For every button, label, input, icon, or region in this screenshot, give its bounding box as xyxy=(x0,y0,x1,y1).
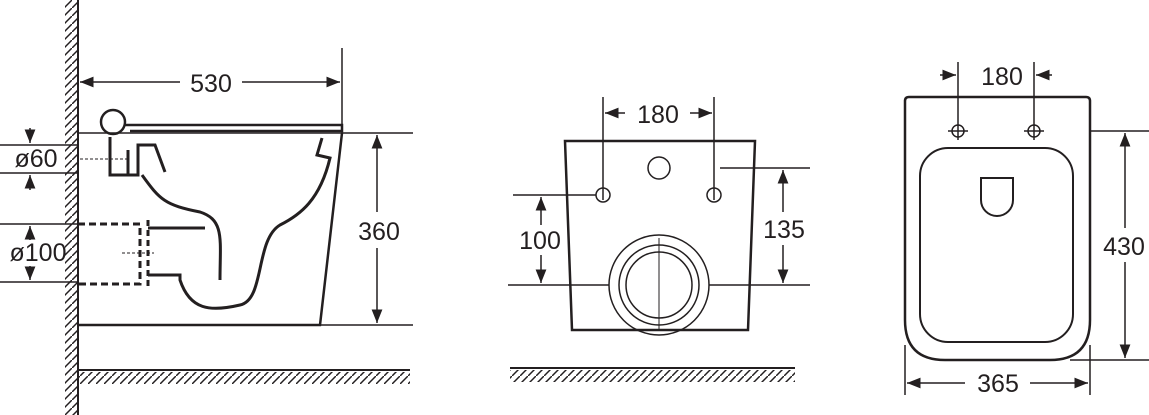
toilet-side-outline xyxy=(78,108,413,327)
dimension-530: 530 xyxy=(80,48,343,133)
dimension-430: 430 xyxy=(1070,130,1149,361)
dimension-360: 360 xyxy=(320,135,413,326)
seat-hinge xyxy=(99,108,127,136)
width-label-top: 365 xyxy=(977,370,1019,398)
inlet-height-label: 135 xyxy=(763,216,805,244)
dimension-inlet: ø60 xyxy=(0,128,78,190)
dimension-135-front: 135 xyxy=(709,167,810,286)
outlet-circles xyxy=(608,234,710,336)
front-view: 180 100 135 xyxy=(508,97,810,382)
top-holes-spacing-label: 180 xyxy=(981,63,1023,91)
drain-slot xyxy=(980,177,1014,217)
top-view: 180 430 365 xyxy=(903,62,1149,398)
height-label: 360 xyxy=(358,218,400,246)
inlet-hole xyxy=(647,156,671,180)
dimension-outlet: ø100 xyxy=(0,223,78,283)
floor-hatching xyxy=(78,372,410,384)
toilet-top-outline xyxy=(903,95,1092,362)
dimension-100-front: 100 xyxy=(508,194,609,286)
holes-spacing-label: 180 xyxy=(637,101,679,129)
outlet-pipe xyxy=(78,222,142,286)
dimension-180-top: 180 xyxy=(940,62,1052,140)
outlet-label: ø100 xyxy=(10,239,67,267)
width-label: 530 xyxy=(190,70,232,98)
side-view: 530 360 ø60 ø100 xyxy=(0,0,413,415)
bowl-inner-outline xyxy=(919,147,1074,343)
seat xyxy=(125,123,344,133)
holes-height-label: 100 xyxy=(519,227,561,255)
wall-hatching xyxy=(65,0,78,415)
inlet-label: ø60 xyxy=(14,145,57,173)
dimension-180-front: 180 xyxy=(602,97,715,200)
toilet-front-outline xyxy=(563,139,757,332)
length-label: 430 xyxy=(1103,233,1145,261)
floor-hatching xyxy=(510,370,795,382)
dimension-365: 365 xyxy=(904,345,1091,398)
